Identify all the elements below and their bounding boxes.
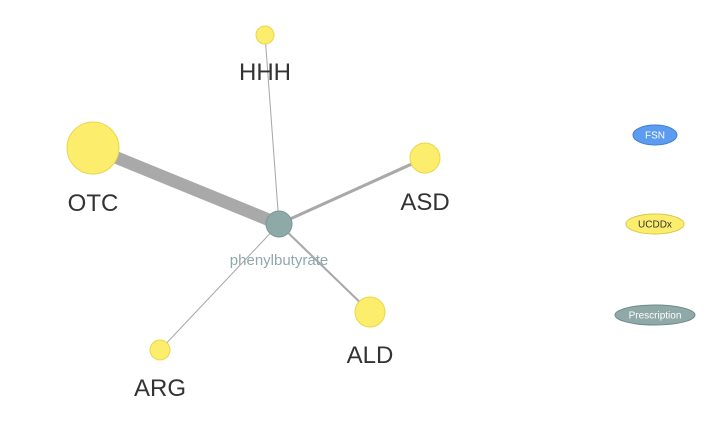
legend-label-prescription: Prescription xyxy=(629,311,682,322)
node-label-phenylbutyrate: phenylbutyrate xyxy=(230,252,328,269)
node-arg[interactable] xyxy=(149,339,171,361)
node-label-arg: ARG xyxy=(134,375,186,402)
legend-swatch-fsn xyxy=(632,124,678,146)
edges-layer xyxy=(90,34,426,351)
node-hhh[interactable] xyxy=(255,25,275,45)
node-phenylbutyrate[interactable] xyxy=(265,210,293,238)
edge-phenylbutyrate-OTC xyxy=(90,142,282,230)
legend-item-ucddx: UCDDx xyxy=(625,213,685,235)
labels-layer: HHH OTC ASD ALD ARG phenylbutyrate xyxy=(68,59,450,402)
node-ald[interactable] xyxy=(354,296,386,328)
nodes-layer xyxy=(66,25,441,361)
node-asd[interactable] xyxy=(409,142,441,174)
node-label-asd: ASD xyxy=(400,189,449,216)
node-otc[interactable] xyxy=(66,121,120,175)
edge-phenylbutyrate-ALD xyxy=(278,223,371,313)
legend-item-fsn: FSN xyxy=(632,124,678,146)
legend-label-fsn: FSN xyxy=(645,131,665,142)
node-label-ald: ALD xyxy=(347,342,394,369)
edge-phenylbutyrate-HHH xyxy=(264,34,280,225)
edge-phenylbutyrate-ASD xyxy=(278,156,426,226)
node-label-hhh: HHH xyxy=(239,59,291,86)
legend-item-prescription: Prescription xyxy=(614,304,696,326)
legend-swatch-ucddx xyxy=(625,213,685,235)
legend-swatch-prescription xyxy=(614,304,696,326)
edge-phenylbutyrate-ARG xyxy=(159,223,280,351)
legend-label-ucddx: UCDDx xyxy=(638,220,672,231)
node-label-otc: OTC xyxy=(68,190,119,217)
